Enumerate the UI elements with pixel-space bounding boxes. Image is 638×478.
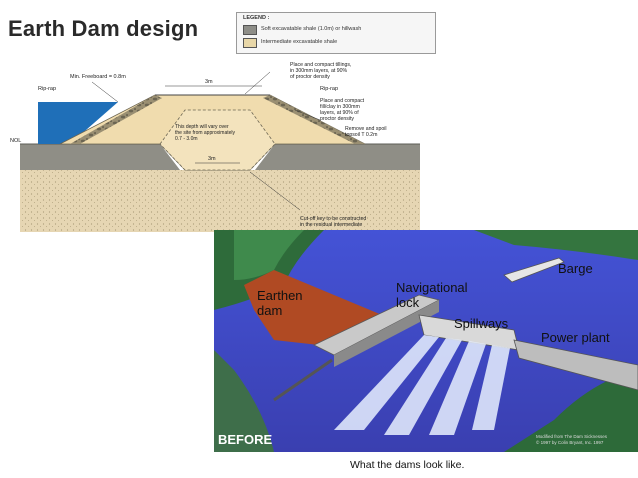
label-riprap-left: Rip-rap <box>38 86 56 92</box>
riprap-downstream <box>263 95 365 144</box>
power-plant <box>513 339 638 391</box>
dam-illustration: Earthen dam Navigational lock Barge Spil… <box>214 230 638 452</box>
label-navigational-lock: Navigational lock <box>396 280 471 310</box>
label-cutoff: Cut-off key to be constructed in the res… <box>300 216 368 228</box>
label-freeboard: Min. Freeboard = 0.8m <box>70 74 126 80</box>
label-depth-note: This depth will vary over the site from … <box>175 124 236 142</box>
label-crest-width: 3m <box>205 79 213 85</box>
label-barge: Barge <box>558 261 593 276</box>
label-earthen-dam: Earthen dam <box>257 288 306 318</box>
legend-label-intermediate-shale: Intermediate excavatable shale <box>261 39 338 45</box>
label-credit: Modified from The Dam Sicknesses © 1997 … <box>536 434 608 445</box>
label-riprap-right: Rip-rap <box>320 86 338 92</box>
legend-title: LEGEND : <box>243 15 270 21</box>
hill-left-light <box>234 230 304 280</box>
label-tillings: Place and compact tillings, in 300mm lay… <box>290 62 353 80</box>
dam-cross-section: Min. Freeboard = 0.8m Rip-rap NOL 3m 3m … <box>10 62 420 232</box>
hill-top-right <box>474 230 638 260</box>
label-spillways: Spillways <box>454 316 509 331</box>
reservoir-water <box>38 102 118 144</box>
label-before: BEFORE <box>218 432 273 447</box>
label-power-plant: Power plant <box>541 330 610 345</box>
legend-swatch-intermediate-shale <box>243 38 257 48</box>
spillway-water <box>334 335 510 435</box>
cutoff-key <box>159 109 276 171</box>
ground-layer-left <box>20 144 180 170</box>
legend-label-soft-shale: Soft excavatable shale (1.0m) or hillwas… <box>261 26 362 32</box>
label-nol: NOL <box>10 138 21 144</box>
hill-bottom-right <box>504 370 638 452</box>
figure-caption: What the dams look like. <box>350 459 465 471</box>
legend-swatch-soft-shale <box>243 25 257 35</box>
legend: LEGEND : Soft excavatable shale (1.0m) o… <box>236 12 436 54</box>
label-base-width: 3m <box>208 156 216 162</box>
riprap-upstream <box>70 95 162 144</box>
label-fill: Place and compact fill/clay in 300mm lay… <box>320 98 366 122</box>
ground-layer-right <box>255 144 420 170</box>
hill-bottom-left <box>214 350 274 452</box>
page-title: Earth Dam design <box>8 16 199 41</box>
bedrock-layer <box>20 170 420 232</box>
label-topsoil: Remove and spoil topsoil T 0.2m <box>345 126 388 138</box>
barge <box>503 257 565 283</box>
